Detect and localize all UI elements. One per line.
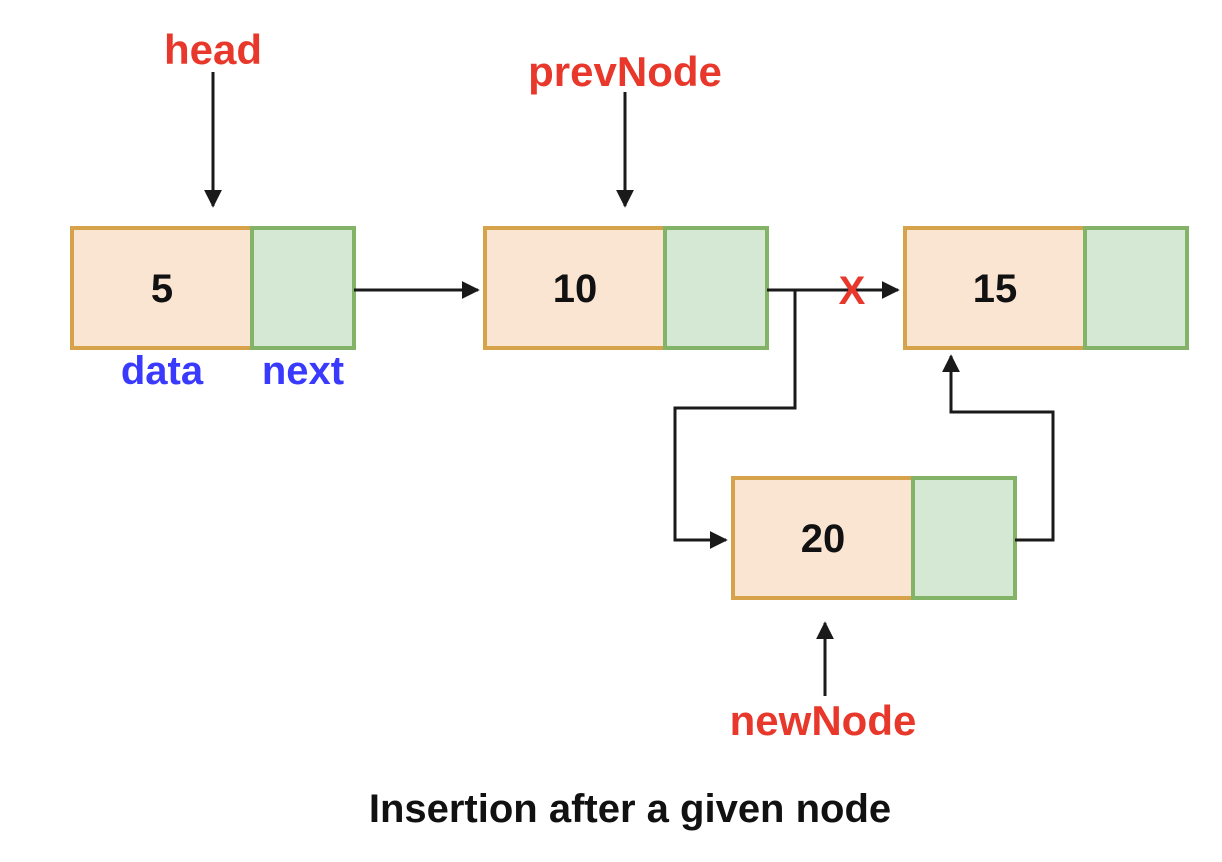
node-20-next-cell xyxy=(911,476,1017,600)
node-10: 10 xyxy=(483,226,769,350)
node-20-value: 20 xyxy=(801,517,846,561)
node-15-value: 15 xyxy=(973,267,1018,311)
node-5-value: 5 xyxy=(151,267,173,311)
diagram-caption: Insertion after a given node xyxy=(369,787,891,831)
node-5-data-cell xyxy=(70,226,254,350)
node-15-next-cell xyxy=(1083,226,1189,350)
node-15-data-cell xyxy=(903,226,1087,350)
node-10-next-cell xyxy=(663,226,769,350)
node-10-data-cell xyxy=(483,226,667,350)
node-20: 20 xyxy=(731,476,1017,600)
broken-link-mark: X xyxy=(839,269,866,313)
next-field-label: next xyxy=(262,349,344,393)
head-label: head xyxy=(164,26,262,73)
prev-node-label: prevNode xyxy=(528,48,722,95)
node-5: 5 xyxy=(70,226,356,350)
new-node-label: newNode xyxy=(730,697,917,744)
node-5-next-cell xyxy=(250,226,356,350)
data-field-label: data xyxy=(121,349,204,393)
link-20-to-15-arrow xyxy=(942,354,1055,542)
node-15: 15 xyxy=(903,226,1189,350)
node-10-value: 10 xyxy=(553,267,598,311)
link-10-to-20-arrow xyxy=(673,288,797,549)
